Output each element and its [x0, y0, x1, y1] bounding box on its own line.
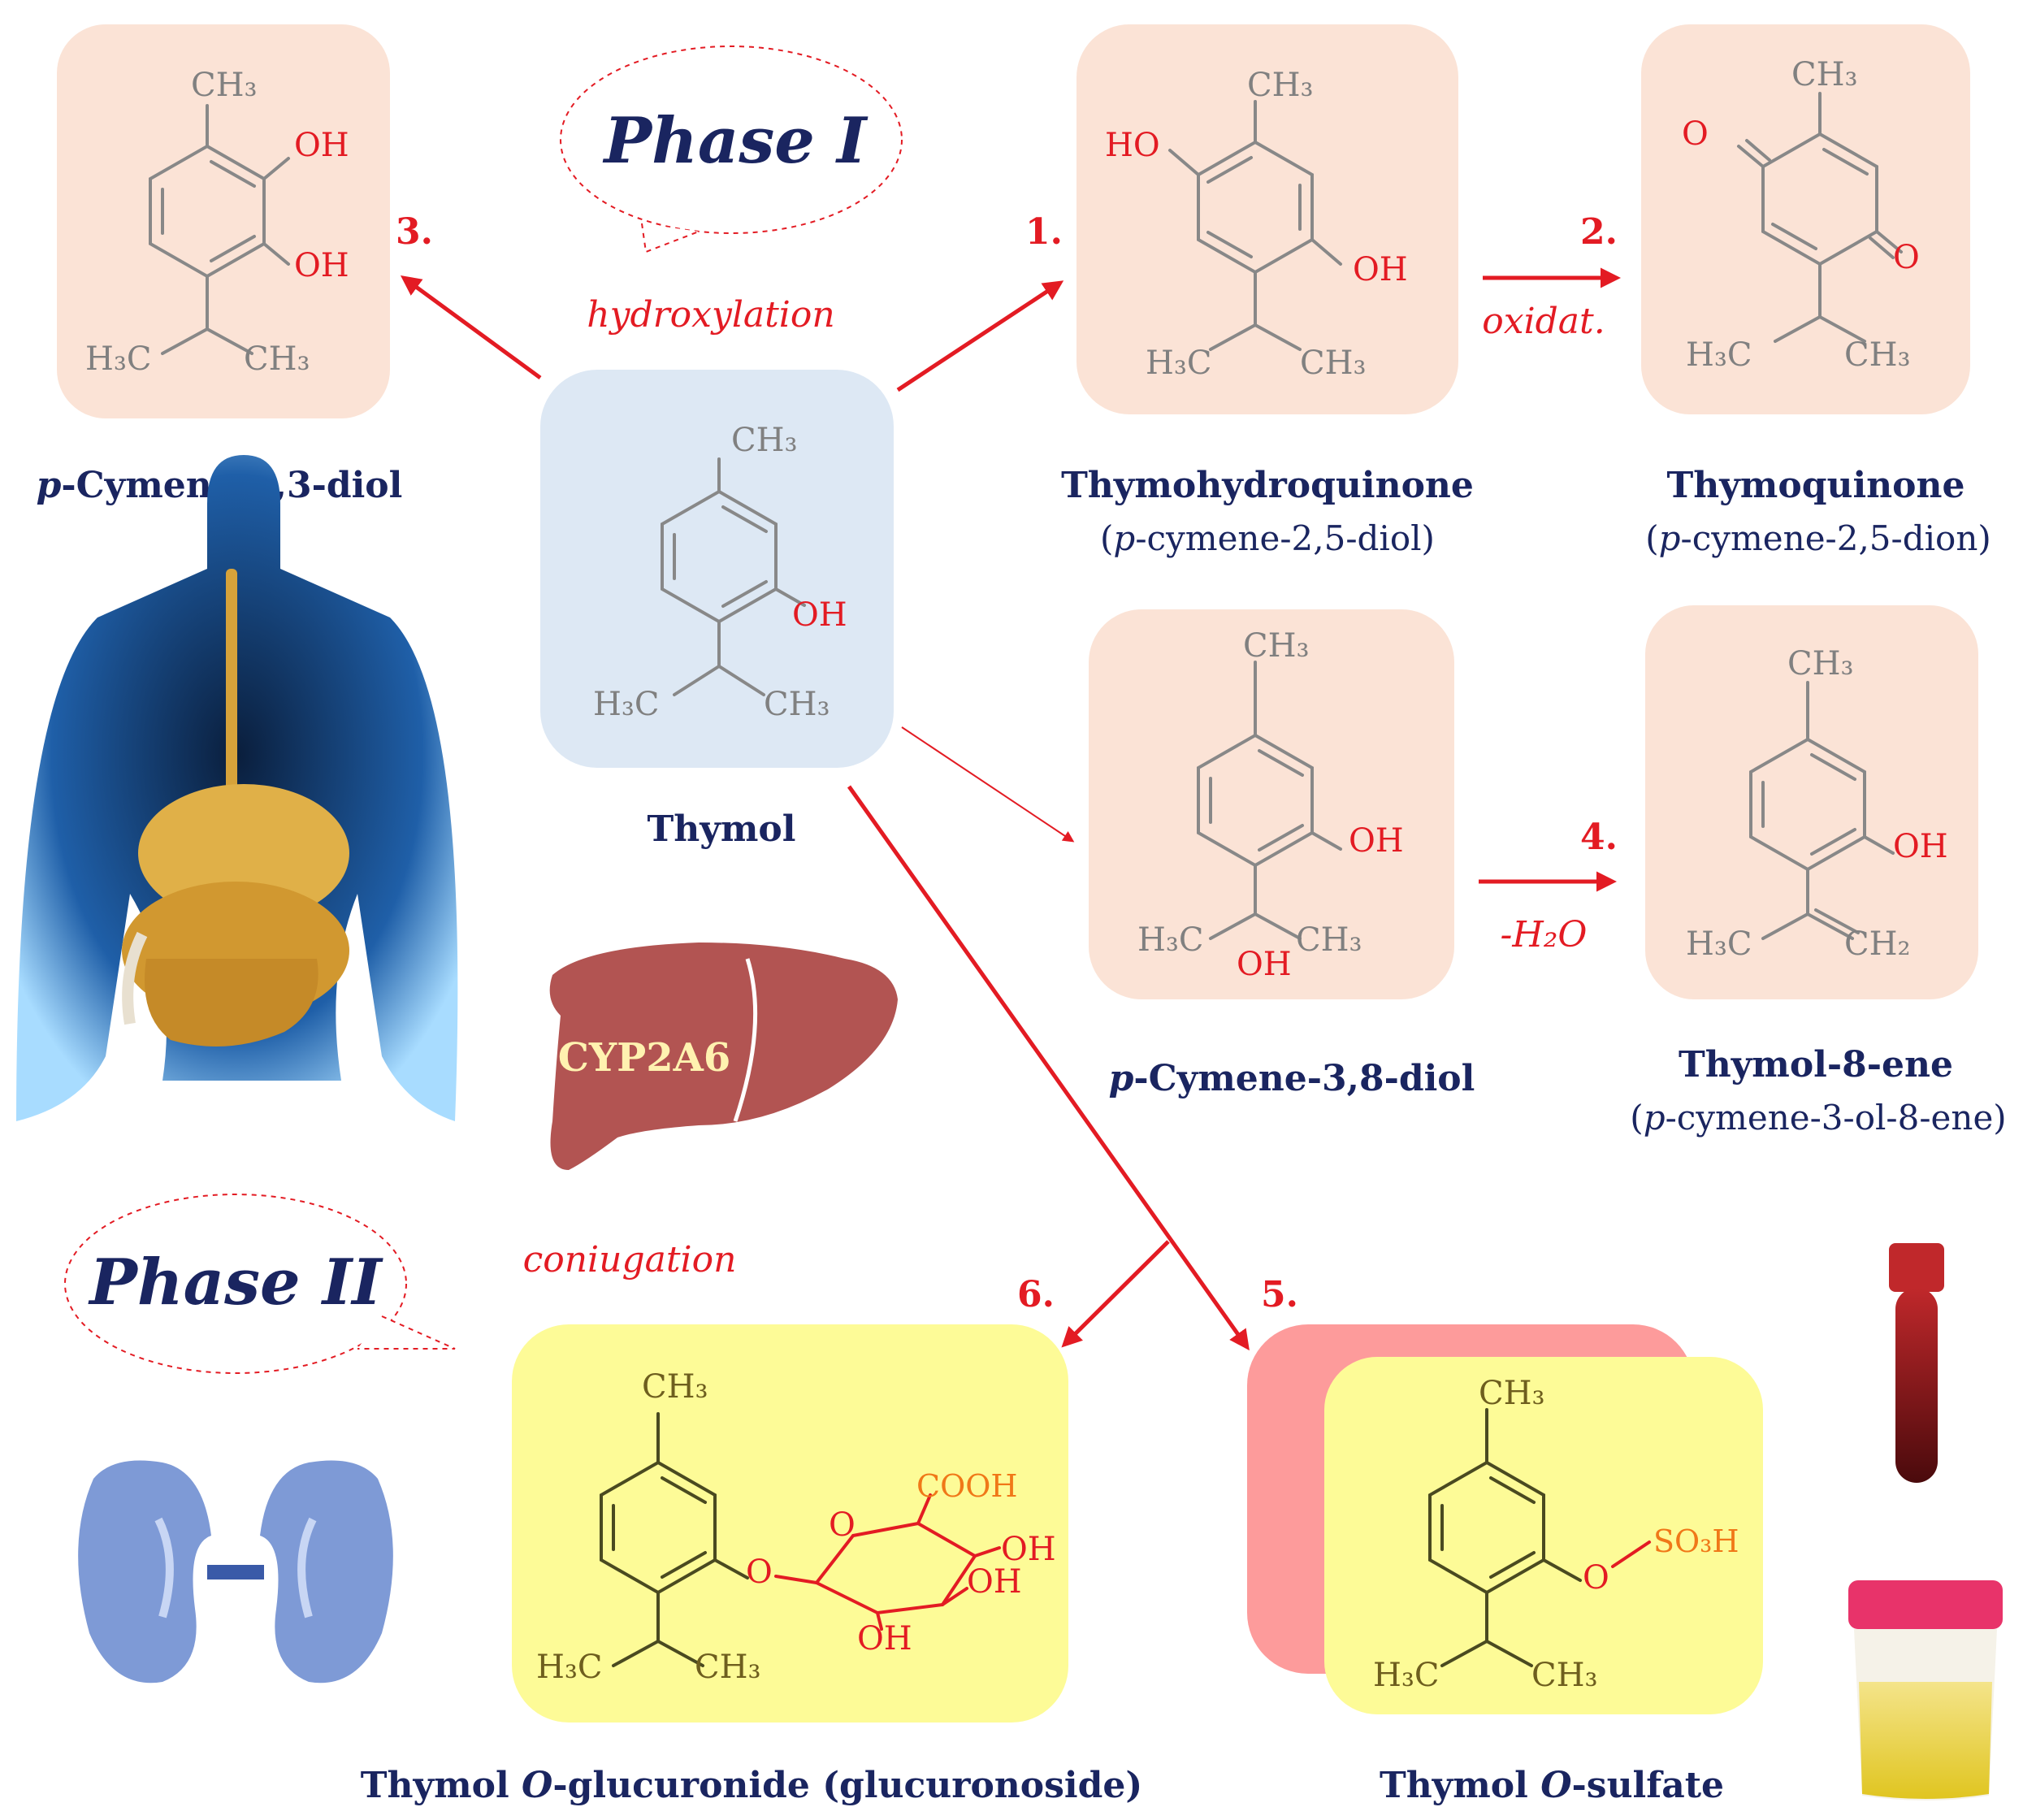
thq-h3c: H₃C	[1146, 344, 1212, 382]
cymene23-oh-1: OH	[294, 127, 349, 164]
thymoquinone-box	[1641, 24, 1970, 414]
tq-o-2: O	[1893, 239, 1920, 276]
sulf-ch3-iso: CH₃	[1531, 1657, 1598, 1694]
step-1-label: 1.	[1025, 211, 1063, 253]
blood-tube-illustration	[1889, 1243, 1944, 1483]
thymohydroquinone-name: Thymohydroquinone	[1061, 465, 1474, 506]
arrow-step-6	[1061, 1240, 1170, 1348]
c38-ch3-iso: CH₃	[1296, 921, 1362, 959]
phase-ii-label: Phase II	[88, 1246, 383, 1320]
gluc-ch3-iso: CH₃	[695, 1649, 761, 1686]
glucuronide-box	[512, 1324, 1068, 1722]
tq-h3c: H₃C	[1686, 336, 1752, 374]
compound-glucuronide: CH₃ O O COOH OH OH OH H₃C CH₃ Thymol O-g…	[361, 1324, 1142, 1806]
thymol8ene-subname: (p-cymene-3-ol-8-ene)	[1630, 1098, 2006, 1138]
thq-oh: OH	[1353, 251, 1408, 288]
gluc-ch3: CH₃	[642, 1368, 708, 1406]
t8e-oh: OH	[1893, 828, 1948, 865]
gluc-oh-1: OH	[1001, 1531, 1056, 1568]
cymene23-h3c: H₃C	[85, 340, 152, 378]
compound-cymene-23-diol: CH₃ OH OH H₃C CH₃ p-Cymene-2,3-diol	[37, 24, 402, 506]
phase-ii-bubble: Phase II	[64, 1194, 456, 1374]
glucuronic-acid-ring	[774, 1493, 1001, 1631]
thymol8ene-box	[1645, 605, 1978, 999]
gluc-oh-3: OH	[857, 1620, 912, 1658]
glucuronide-name: Thymol O-glucuronide (glucuronoside)	[361, 1765, 1142, 1806]
arrow-to-cymene38	[901, 726, 1075, 843]
cymene23-ch3-iso: CH₃	[244, 340, 310, 378]
thq-ch3: CH₃	[1247, 67, 1314, 104]
thymohydroquinone-subname: (p-cymene-2,5-diol)	[1100, 518, 1435, 558]
c38-oh: OH	[1349, 822, 1404, 860]
gluc-oh-2: OH	[967, 1563, 1022, 1601]
step-6-label: 6.	[1017, 1274, 1055, 1315]
kidneys-illustration	[78, 1460, 393, 1684]
thq-ch3-iso: CH₃	[1300, 344, 1367, 382]
cymene38-box	[1089, 609, 1454, 999]
conjugation-label: coniugation	[523, 1239, 737, 1280]
thymol-box	[540, 370, 894, 768]
c38-h3c: H₃C	[1137, 921, 1204, 959]
arrow-conjugation	[847, 785, 1250, 1351]
phase-i-label: Phase I	[602, 104, 869, 178]
compound-thymol: CH₃ OH H₃C CH₃ Thymol	[540, 370, 894, 850]
gluc-h3c: H₃C	[536, 1649, 603, 1686]
sulfate-name: Thymol O-sulfate	[1380, 1765, 1724, 1806]
human-body-illustration	[16, 455, 458, 1121]
hydroxylation-label: hydroxylation	[587, 294, 834, 336]
sulf-o: O	[1583, 1559, 1609, 1597]
thymol8ene-name: Thymol-8-ene	[1679, 1044, 1953, 1086]
tq-o-1: O	[1682, 115, 1709, 153]
dehydration-label: -H₂O	[1501, 914, 1588, 956]
gluc-cooh: COOH	[916, 1468, 1018, 1504]
step-4-label: 4.	[1580, 817, 1618, 858]
thymol-name: Thymol	[648, 808, 796, 850]
arrow-step-3	[400, 275, 542, 380]
cymene23-box	[57, 24, 390, 418]
c38-ch3: CH₃	[1243, 627, 1310, 665]
reaction-arrows	[400, 267, 1621, 1351]
thymol-ch3-iso: CH₃	[764, 686, 830, 723]
step-5-label: 5.	[1261, 1274, 1298, 1315]
liver-illustration: CYP2A6	[549, 942, 898, 1170]
compound-thymoquinone: CH₃ O O H₃C CH₃ Thymoquinone (p-cymene-2…	[1641, 24, 1991, 558]
compound-thymohydroquinone: CH₃ HO OH H₃C CH₃ Thymohydroquinone (p-c…	[1061, 24, 1474, 558]
thymol-ch3: CH₃	[731, 422, 798, 459]
thymol-h3c: H₃C	[593, 686, 660, 723]
t8e-h3c: H₃C	[1686, 925, 1752, 963]
sulf-h3c: H₃C	[1373, 1657, 1440, 1694]
t8e-ch3: CH₃	[1787, 645, 1854, 682]
thymol-oh: OH	[792, 596, 847, 634]
t8e-ch2: CH₂	[1844, 925, 1911, 963]
oxidation-label: oxidat.	[1482, 301, 1605, 342]
cymene23-oh-2: OH	[294, 247, 349, 284]
phase-i-bubble: Phase I	[560, 46, 903, 254]
thymoquinone-name: Thymoquinone	[1667, 465, 1965, 506]
sulf-ch3: CH₃	[1479, 1375, 1545, 1412]
step-2-label: 2.	[1580, 211, 1618, 253]
c38-oh-8: OH	[1237, 946, 1292, 983]
gluc-o-link: O	[746, 1554, 773, 1591]
thymoquinone-subname: (p-cymene-2,5-dion)	[1645, 518, 1991, 558]
tq-ch3: CH₃	[1791, 56, 1858, 93]
step-3-label: 3.	[396, 211, 433, 253]
sulf-so3h: SO₃H	[1653, 1523, 1739, 1559]
cymene23-ch3: CH₃	[191, 67, 258, 104]
tq-ch3-iso: CH₃	[1844, 336, 1911, 374]
compound-sulfate: CH₃ O SO₃H H₃C CH₃ Thymol O-sulfate	[1247, 1324, 1763, 1806]
thymohydroquinone-box	[1076, 24, 1458, 414]
cymene38-name: p-Cymene-3,8-diol	[1109, 1058, 1475, 1099]
thq-ho: HO	[1105, 127, 1160, 164]
cyp2a6-label: CYP2A6	[558, 1035, 731, 1081]
arrow-step-1	[896, 280, 1064, 392]
urine-cup-illustration	[1848, 1580, 2003, 1800]
gluc-o-ring: O	[829, 1506, 856, 1544]
compound-thymol-8-ene: CH₃ OH H₃C CH₂ Thymol-8-ene (p-cymene-3-…	[1630, 605, 2007, 1138]
compound-cymene-38-diol: CH₃ OH H₃C CH₃ OH p-Cymene-3,8-diol	[1089, 609, 1475, 1099]
